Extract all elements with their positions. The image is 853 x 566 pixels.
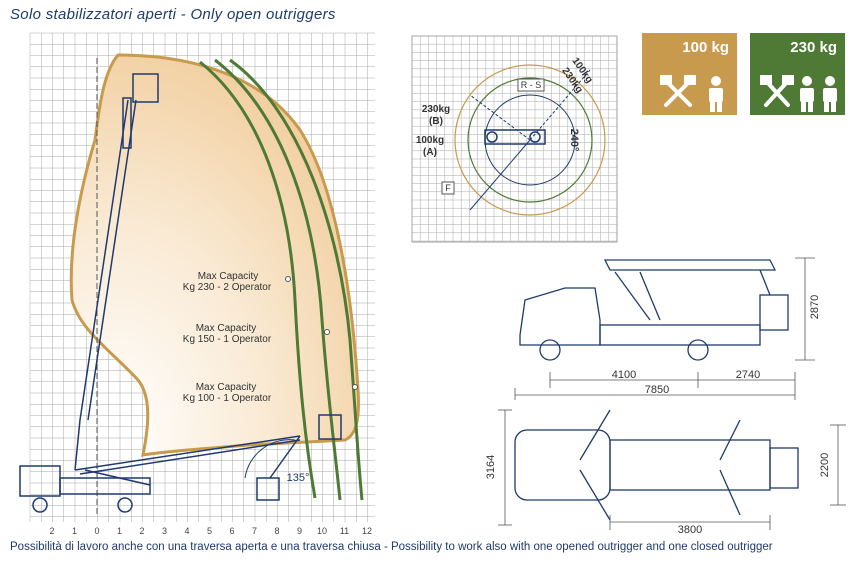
x-tick-label: 6 [229,526,234,536]
truck-side-view [519,259,789,361]
curve-label-230-line1: Max Capacity [198,271,259,282]
x-tick-label: 10 [317,526,327,536]
curve-label-100-line2: Kg 100 - 1 Operator [183,393,272,404]
capacity-curve-150kg [214,58,342,501]
top-view-100kg-label: 100kg [416,135,444,146]
footer-note: Possibilità di lavoro anche con una trav… [10,541,773,553]
curve-label-230-line2: Kg 230 - 2 Operator [183,282,272,293]
top-view-230kg-label: 230kg [422,104,450,115]
top-view-grid [411,35,618,243]
badge-230kg-label: 230 kg [790,39,837,56]
operator-icon [823,76,837,112]
curve-marker [352,384,358,390]
top-view-100kg-sub: (A) [423,147,437,158]
top-view-rs-label: R - S [521,80,542,90]
curve-marker [324,329,330,335]
x-tick-label: 3 [162,526,167,536]
x-tick-label: 11 [340,526,349,536]
top-view-angle-label: 240° [568,129,580,152]
x-tick-label: 4 [184,526,189,536]
badge-230kg: 230 kg [750,33,845,115]
curve-label-100-line1: Max Capacity [196,382,257,393]
tools-icon [660,75,696,107]
x-tick-label: 0 [94,526,99,536]
tools-icon [760,75,794,107]
capacity-curve-230kg [199,60,317,499]
top-view-rotation-circles [454,64,606,216]
curve-marker [285,276,291,282]
f-box [441,181,455,195]
dim-height-2870: 2870 [809,295,821,319]
x-tick-label: 1 [72,526,77,536]
x-tick-label: 5 [207,526,212,536]
operator-icon [709,76,723,112]
operator-icon [800,76,814,112]
x-tick-label: 9 [297,526,302,536]
dim-2740: 2740 [736,369,760,381]
dim-7850: 7850 [645,384,669,396]
top-view-f-label: F [445,183,451,193]
top-view-230kg-sub: (B) [429,116,443,127]
side-view-dimensions [514,257,815,400]
page-title: Solo stabilizzatori aperti - Only open o… [10,6,336,23]
x-tick-label: 1 [117,526,122,536]
capacity-curve-100kg [229,58,364,501]
top-view-dimensions [498,409,846,530]
dim-3800: 3800 [678,524,702,536]
curve-label-150-line2: Kg 150 - 1 Operator [183,334,272,345]
badge-100kg: 100 kg [642,33,737,115]
dim-2200: 2200 [819,453,831,477]
x-tick-label: 8 [274,526,279,536]
x-tick-label: 7 [252,526,257,536]
x-tick-label: 2 [139,526,144,536]
aerial-platform-drawing [19,73,342,513]
rs-box [517,78,545,92]
truck-top-view [514,409,799,521]
x-tick-label: 2 [49,526,54,536]
badge-100kg-label: 100 kg [682,39,729,56]
boom-angle-label: 135° [287,472,310,484]
curve-label-150-line1: Max Capacity [196,323,257,334]
dim-4100: 4100 [612,369,636,381]
x-tick-label: 12 [362,526,372,536]
dim-3164: 3164 [485,455,497,479]
